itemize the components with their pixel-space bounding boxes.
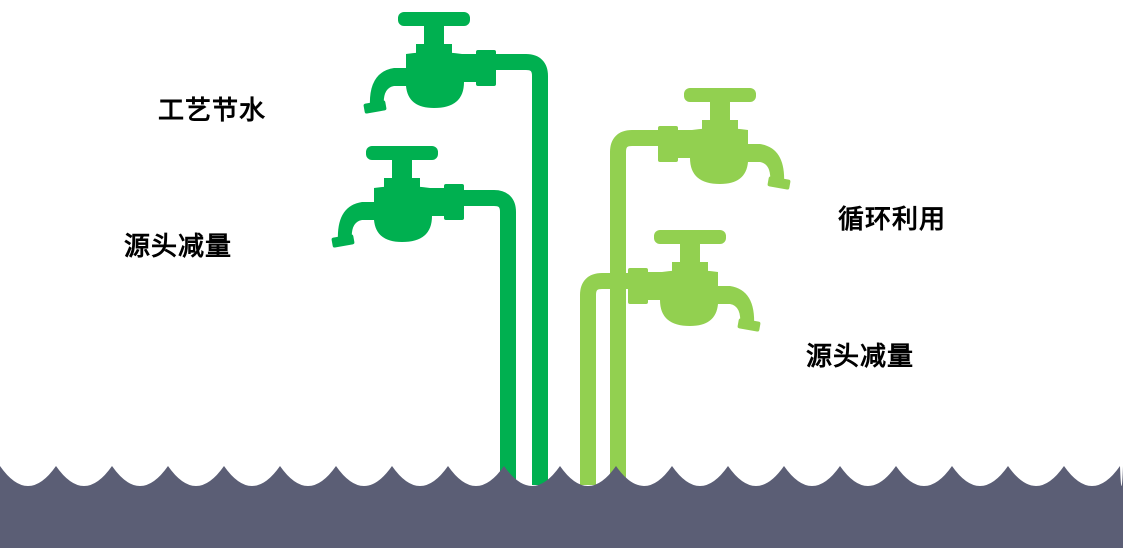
label-source-reduction-left: 源头减量 xyxy=(124,226,232,263)
label-source-reduction-right: 源头减量 xyxy=(806,336,914,373)
dark-green-pipe-short xyxy=(448,198,508,485)
label-process-water-saving: 工艺节水 xyxy=(158,90,266,127)
faucet-icon xyxy=(658,88,791,190)
faucet-icon xyxy=(628,230,761,332)
faucet-icon xyxy=(331,146,464,248)
label-recycling: 循环利用 xyxy=(838,199,946,236)
faucet-icon xyxy=(363,12,496,114)
water-surface xyxy=(0,466,1123,548)
